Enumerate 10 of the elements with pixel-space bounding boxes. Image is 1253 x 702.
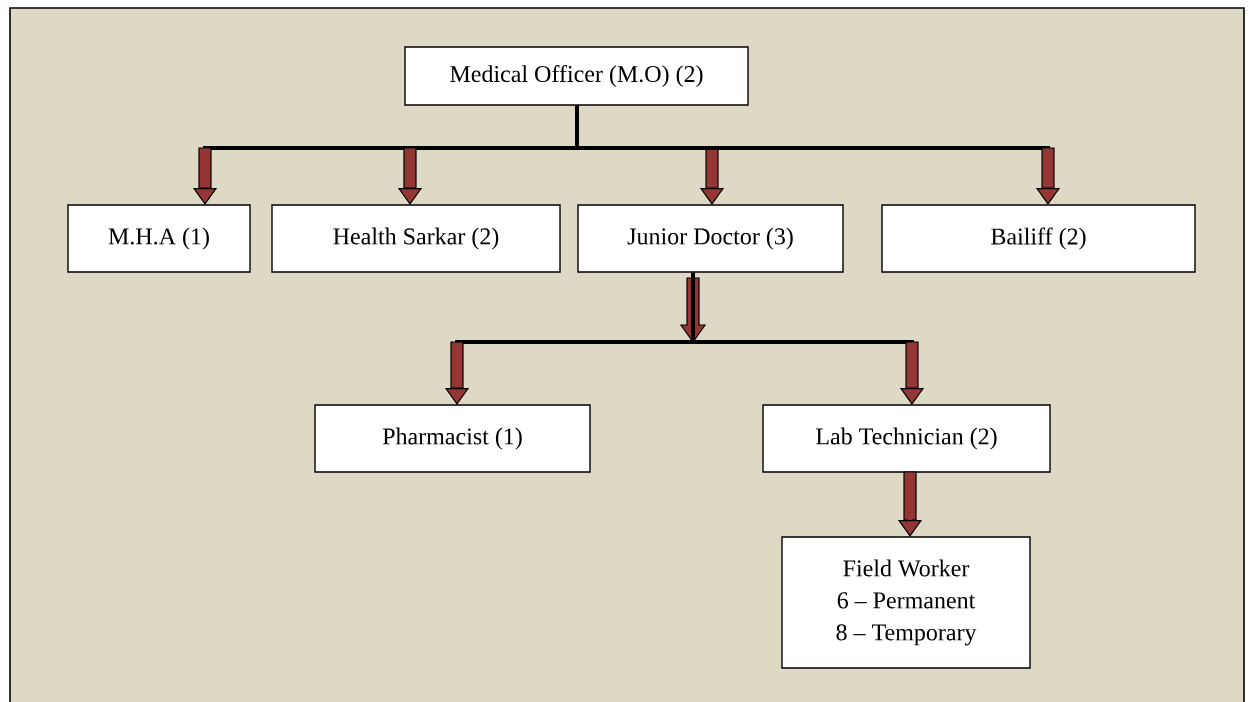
org-box: Field Worker 6 – Permanent 8 – Temporary	[781, 536, 1031, 669]
org-box: M.H.A (1)	[67, 204, 251, 273]
org-box: Bailiff (2)	[881, 204, 1196, 273]
org-box: Health Sarkar (2)	[271, 204, 561, 273]
org-box: Junior Doctor (3)	[577, 204, 844, 273]
org-box: Medical Officer (M.O) (2)	[404, 46, 749, 106]
arrow	[691, 272, 925, 405]
org-box: Pharmacist (1)	[314, 404, 591, 473]
arrow	[575, 105, 1061, 205]
org-box: Lab Technician (2)	[762, 404, 1051, 473]
